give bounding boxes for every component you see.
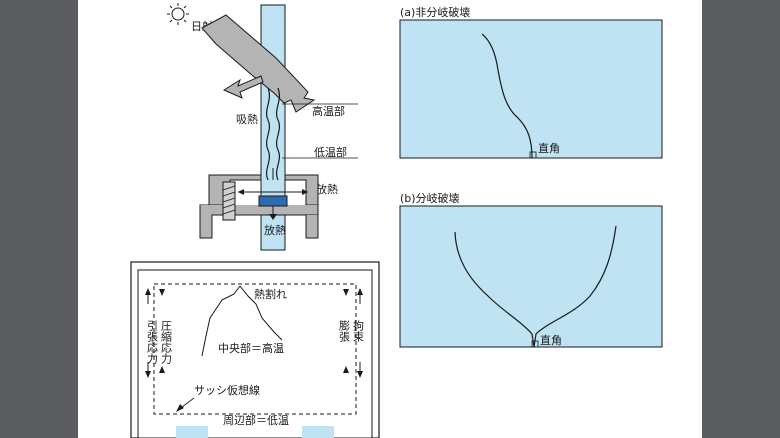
center-high-temp-label: 中央部＝高温	[218, 341, 284, 355]
branching-right-angle-label: 直角	[540, 333, 562, 347]
edge-low-temp-label: 周辺部＝低温	[223, 413, 289, 427]
left-vertical-label-2: 圧縮応力	[160, 320, 173, 364]
high-temp-label: 高温部	[312, 104, 345, 118]
radiate-side-label: 放熱	[316, 182, 338, 196]
crack-label: 熱割れ	[254, 287, 287, 301]
non-branching-crack	[481, 33, 533, 159]
sash-frame	[199, 174, 319, 239]
sunlight-ray-arrow	[201, 14, 316, 113]
heat-wave-line	[275, 87, 281, 181]
setting-block	[258, 195, 288, 207]
sun-icon	[167, 3, 189, 25]
expansion-arrows	[343, 288, 363, 378]
tension-arrows	[145, 288, 165, 378]
radiate-bottom-label: 放熱	[264, 223, 286, 237]
sash-virtual-line	[153, 283, 357, 415]
right-vertical-label-1: 膨張	[338, 319, 351, 343]
crack-line	[201, 285, 241, 357]
sash-line-label: サッシ仮想線	[194, 383, 260, 397]
branching-crack	[533, 225, 617, 348]
branching-glass	[399, 205, 663, 348]
crack-line	[239, 285, 283, 341]
non-branching-glass	[399, 19, 663, 159]
branching-title: (b)分岐破壊	[400, 191, 460, 205]
non-branching-title: (a)非分岐破壊	[400, 5, 470, 19]
left-vertical-label-1: 引張応力	[146, 319, 159, 364]
diagram-page: 日射 吸熱 高温部 低温部 放熱 放熱 熱割れ 中央部＝高温	[78, 0, 702, 438]
heat-wave-line	[265, 87, 271, 181]
reflected-ray-arrow	[222, 75, 264, 99]
branching-crack	[454, 231, 535, 348]
right-vertical-label-2: 拘束	[352, 319, 365, 343]
absorb-label: 吸熱	[236, 113, 258, 126]
low-temp-label: 低温部	[314, 145, 347, 159]
non-branching-right-angle-label: 直角	[538, 141, 560, 155]
glass-thermal-stress-figure: 日射 吸熱 高温部 低温部 放熱 放熱 熱割れ 中央部＝高温	[130, 3, 663, 438]
